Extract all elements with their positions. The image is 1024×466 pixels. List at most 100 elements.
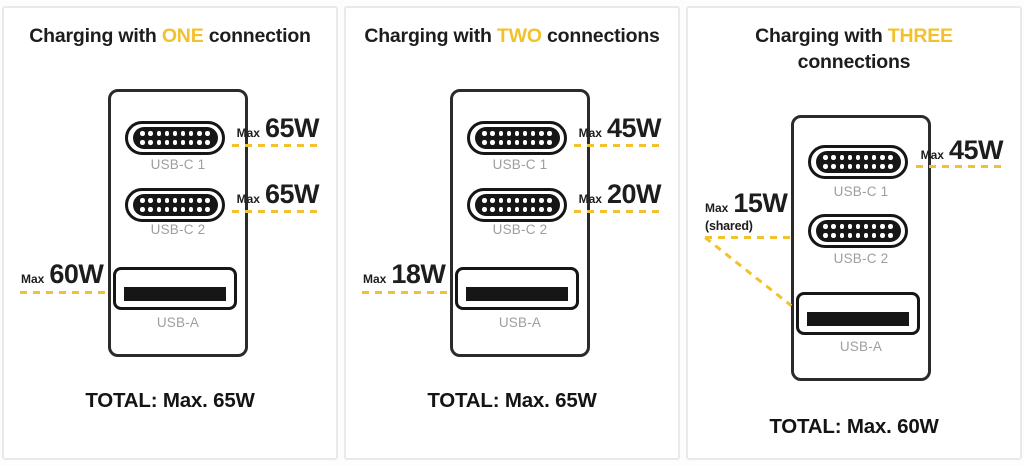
title-suffix: connection	[203, 25, 311, 47]
panel-one-connection: Charging with ONE connection USB-C 1 USB…	[2, 6, 338, 460]
usbc-pin-dot	[539, 207, 544, 212]
watt-value: 45W	[606, 113, 662, 143]
usbc-pin-dot	[180, 131, 186, 136]
usbc-pin-dot	[172, 207, 178, 212]
usbc-pin-dot	[172, 198, 178, 203]
usbc-pin-dot	[888, 155, 893, 160]
usbc-pin-dot	[855, 224, 861, 229]
usbc-pin-dot	[855, 164, 861, 169]
usbc-pin-dot	[506, 131, 512, 136]
usbc-pin-dot	[482, 198, 487, 203]
usba-port	[113, 267, 237, 310]
usbc1-dash-line	[916, 165, 1006, 168]
usbc-pin-dot	[880, 164, 885, 169]
usbc-pin-dot	[847, 155, 853, 160]
usbc-pin-dot	[847, 224, 853, 229]
max-label: Max	[705, 201, 729, 215]
panel-title: Charging with THREE connections	[726, 24, 982, 75]
usbc1-port-label: USB-C 1	[833, 184, 889, 199]
usbc-pin-dot	[839, 155, 845, 160]
watt-value: 60W	[49, 259, 104, 289]
usbc-pin-dot	[164, 207, 170, 212]
usbc-pin-dot	[831, 224, 836, 229]
usbc-pin-dot	[514, 207, 520, 212]
shared-note: (shared)	[705, 219, 753, 233]
usbc-pin-dot	[547, 207, 552, 212]
usba-port-label: USB-A	[498, 315, 542, 330]
shared-max-wattage: Max 15W(shared)	[705, 188, 788, 233]
usbc2-max-wattage: Max 65W	[236, 179, 320, 209]
usbc1-port	[808, 145, 908, 179]
usba-port	[455, 267, 579, 310]
usbc1-port	[125, 121, 225, 155]
usbc-pin-grid	[474, 127, 560, 149]
watt-value: 15W	[733, 188, 788, 218]
title-highlight: THREE	[887, 25, 953, 47]
usbc-pin-dot	[839, 233, 845, 238]
usbc-pin-dot	[880, 155, 885, 160]
usbc-pin-grid	[474, 194, 560, 216]
usbc-pin-dot	[888, 224, 893, 229]
watt-value: 65W	[264, 179, 320, 209]
usbc-pin-dot	[871, 233, 877, 238]
usbc2-port	[125, 188, 225, 222]
usbc-pin-dot	[197, 198, 202, 203]
usbc-pin-dot	[514, 140, 520, 145]
usbc-pin-dot	[205, 140, 210, 145]
usbc2-port-label: USB-C 2	[492, 222, 548, 237]
usbc-pin-dot	[522, 207, 528, 212]
usbc-pin-dot	[863, 224, 869, 229]
usbc-pin-grid	[132, 194, 218, 216]
watt-value: 18W	[391, 259, 446, 289]
usbc-pin-dot	[539, 131, 544, 136]
usbc2-dash-line	[574, 210, 664, 213]
max-label: Max	[920, 148, 944, 162]
usbc-pin-dot	[490, 207, 495, 212]
usbc-pin-dot	[823, 155, 828, 160]
usbc-pin-dot	[148, 131, 153, 136]
usbc-pin-dot	[164, 198, 170, 203]
usbc-pin-dot	[188, 140, 194, 145]
watt-value: 20W	[606, 179, 662, 209]
usbc-pin-dot	[156, 207, 162, 212]
usba-pin-bar	[466, 287, 568, 301]
usbc-pin-dot	[164, 131, 170, 136]
usbc-pin-dot	[530, 207, 536, 212]
usbc-pin-dot	[880, 224, 885, 229]
usbc-pin-dot	[823, 164, 828, 169]
max-label: Max	[236, 192, 260, 206]
panel-two-connections: Charging with TWO connections USB-C 1 US…	[344, 6, 680, 460]
charger-body: USB-C 1 USB-C 2 USB-A	[450, 89, 590, 357]
usbc-pin-dot	[547, 140, 552, 145]
usbc-pin-dot	[482, 207, 487, 212]
usba-pin-bar	[124, 287, 226, 301]
usbc-pin-dot	[148, 140, 153, 145]
usbc-pin-dot	[140, 198, 145, 203]
usbc-pin-dot	[547, 131, 552, 136]
usbc-pin-grid	[815, 151, 901, 173]
usbc-pin-dot	[140, 131, 145, 136]
title-prefix: Charging with	[755, 25, 888, 47]
shared-dash-line-usbc2	[705, 236, 791, 239]
usbc-pin-dot	[831, 155, 836, 160]
usbc-pin-dot	[888, 233, 893, 238]
usbc-pin-grid	[815, 220, 901, 242]
usbc-pin-dot	[514, 198, 520, 203]
usbc-pin-dot	[530, 198, 536, 203]
usbc-pin-dot	[498, 207, 504, 212]
usbc-pin-dot	[522, 131, 528, 136]
usbc-pin-dot	[197, 207, 202, 212]
usbc-pin-dot	[514, 131, 520, 136]
usbc-pin-dot	[188, 198, 194, 203]
panel-title: Charging with ONE connection	[12, 24, 328, 50]
panel-three-connections: Charging with THREE connections USB-C 1 …	[686, 6, 1022, 460]
usbc-pin-dot	[490, 140, 495, 145]
usbc-pin-dot	[172, 140, 178, 145]
usbc-pin-dot	[823, 224, 828, 229]
usbc-pin-dot	[180, 198, 186, 203]
usba-port-label: USB-A	[156, 315, 200, 330]
usbc-pin-dot	[482, 131, 487, 136]
charger-body: USB-C 1 USB-C 2 USB-A	[791, 115, 931, 381]
